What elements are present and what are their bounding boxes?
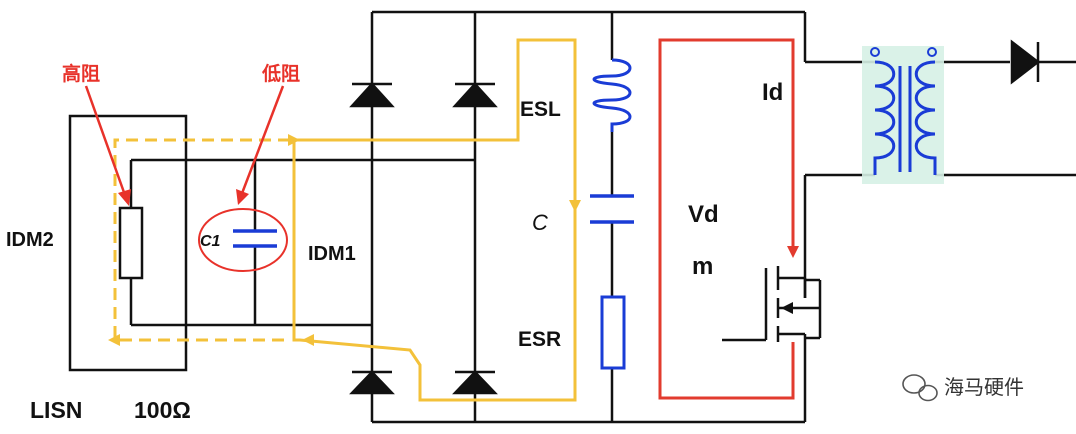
label-low-impedance: 低阻 — [261, 62, 300, 85]
label-esl: ESL — [520, 98, 561, 121]
brand-watermark: 海马硬件 — [902, 374, 1024, 402]
lisn-box — [68, 114, 188, 372]
wechat-icon — [902, 374, 938, 402]
esr-resistor — [600, 295, 626, 370]
label-idm1: IDM1 — [308, 243, 356, 265]
common-mode-path — [113, 38, 577, 402]
label-id: Id — [762, 79, 783, 106]
output-diode — [1010, 39, 1041, 85]
label-lisn: LISN — [30, 397, 82, 423]
transformer — [873, 60, 937, 175]
label-vd: Vd — [688, 201, 719, 228]
c1-highlight-circle — [198, 208, 288, 272]
label-c1: C1 — [200, 233, 221, 250]
esl-inductor — [592, 58, 632, 132]
label-esr: ESR — [518, 328, 561, 351]
mosfet-arrow — [781, 302, 793, 314]
drain-current-arrow — [787, 246, 799, 258]
common-mode-arrows — [108, 134, 581, 346]
label-high-impedance: 高阻 — [62, 62, 100, 85]
label-resistance: 100Ω — [134, 397, 191, 423]
c1-capacitor — [233, 229, 277, 248]
transformer-dot-primary — [870, 47, 880, 57]
drain-current-path — [658, 38, 795, 400]
bridge-diodes — [349, 82, 498, 395]
circuit-wires — [129, 10, 1076, 424]
mosfet — [722, 266, 822, 342]
label-c: C — [532, 210, 548, 235]
annotation-arrows — [84, 85, 285, 206]
label-m: m — [692, 253, 713, 280]
bulk-capacitor — [590, 194, 634, 224]
brand-name: 海马硬件 — [944, 375, 1024, 399]
lisn-resistor — [118, 206, 144, 280]
label-idm2: IDM2 — [6, 229, 54, 251]
transformer-dot-secondary — [927, 47, 937, 57]
